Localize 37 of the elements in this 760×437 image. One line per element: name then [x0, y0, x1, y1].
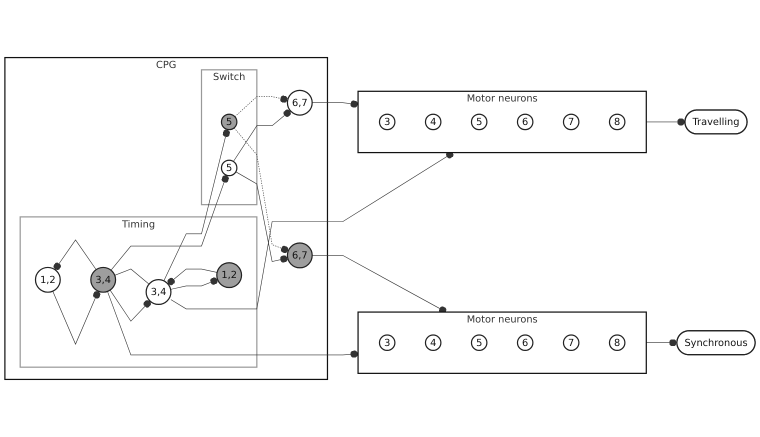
connector	[312, 255, 447, 314]
node-circle: 8	[608, 334, 626, 352]
node-circle: 4	[424, 114, 442, 130]
connector	[170, 277, 218, 290]
node-circle: 6	[516, 334, 534, 352]
node-circle: 4	[424, 334, 442, 352]
node-circle: 5	[470, 334, 488, 352]
node-circle: 3	[378, 334, 396, 352]
connector	[107, 292, 358, 358]
connector	[52, 290, 100, 345]
connector	[236, 172, 288, 263]
node-circle: 8	[608, 114, 626, 130]
node-circle: 3,4	[146, 279, 172, 306]
node-circle: 1,2	[216, 262, 242, 288]
node-circle: 3,4	[90, 266, 116, 293]
connector	[110, 174, 229, 271]
node-circle: 5	[220, 114, 238, 130]
node-circle: 6,7	[286, 242, 313, 268]
connector	[234, 128, 289, 254]
connector	[312, 100, 358, 108]
connector	[164, 129, 230, 282]
connector	[167, 268, 218, 286]
connector	[234, 95, 288, 118]
node-circle: 7	[562, 334, 580, 352]
node-circle: 5	[470, 114, 488, 130]
connector	[646, 339, 678, 346]
node-circle: 1,2	[34, 266, 61, 293]
node-circle: 3	[378, 114, 396, 130]
node-circle: 5	[220, 160, 238, 176]
node-circle: 6	[516, 114, 534, 130]
node-circle: 6,7	[286, 90, 313, 116]
connector	[233, 110, 291, 162]
connector	[110, 290, 151, 322]
node-circle: 7	[562, 114, 580, 130]
connector	[170, 151, 454, 310]
connector	[646, 118, 686, 126]
connector	[54, 239, 96, 270]
